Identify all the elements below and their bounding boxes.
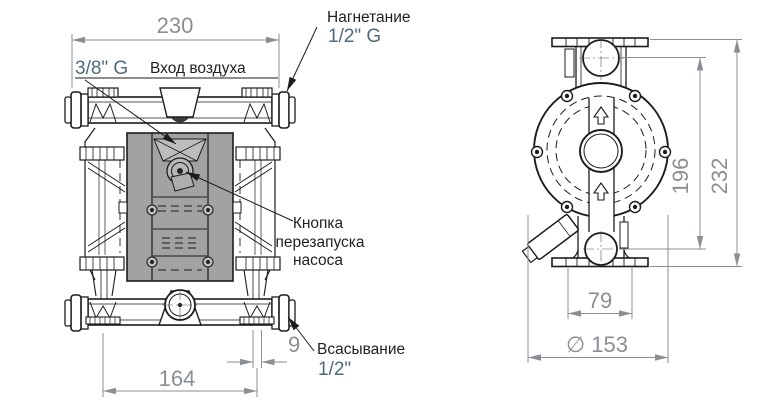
side-dimensions: 196 232 79 ∅ 153	[527, 39, 742, 363]
front-left-tower	[79, 127, 126, 299]
discharge-size: 1/2" G	[328, 26, 381, 47]
front-dimensions: 230 164 9	[71, 13, 300, 397]
suction-size: 1/2"	[318, 359, 351, 380]
side-body	[530, 82, 672, 232]
front-view: 230 164 9 3/8" G Вход воздуха Нагнетание…	[64, 9, 411, 397]
dim-diameter-153: ∅ 153	[566, 332, 628, 357]
air-inlet-size: 3/8" G	[75, 58, 128, 79]
dim-196: 196	[668, 158, 693, 195]
dim-232: 232	[707, 158, 732, 195]
front-top-manifold	[64, 87, 296, 129]
dim-164: 164	[159, 366, 196, 391]
side-body-bolts	[530, 89, 672, 214]
front-labels: 3/8" G Вход воздуха Нагнетание 1/2" G Кн…	[75, 9, 411, 380]
svg-text:Кнопка: Кнопка	[293, 215, 344, 232]
flow-arrow-up-icon	[592, 106, 610, 125]
air-inlet-label: Вход воздуха	[150, 60, 246, 77]
body-bolts	[146, 204, 214, 268]
muffler	[521, 214, 579, 264]
dim-9: 9	[288, 332, 300, 357]
side-bottom-flange	[551, 216, 649, 268]
side-view: 196 232 79 ∅ 153	[521, 37, 742, 363]
suction-label: Всасывание	[317, 341, 405, 358]
dim-230: 230	[157, 13, 194, 38]
discharge-label: Нагнетание	[327, 9, 411, 26]
flow-arrow-up-icon	[592, 182, 610, 201]
front-right-tower	[234, 127, 281, 299]
restart-button-label: Кнопка перезапуска насоса	[185, 171, 365, 269]
front-bottom-manifold	[64, 289, 296, 332]
dim-79: 79	[588, 288, 612, 313]
front-center-body	[118, 132, 242, 282]
svg-text:насоса: насоса	[293, 252, 343, 269]
svg-text:перезапуска: перезапуска	[275, 234, 364, 251]
